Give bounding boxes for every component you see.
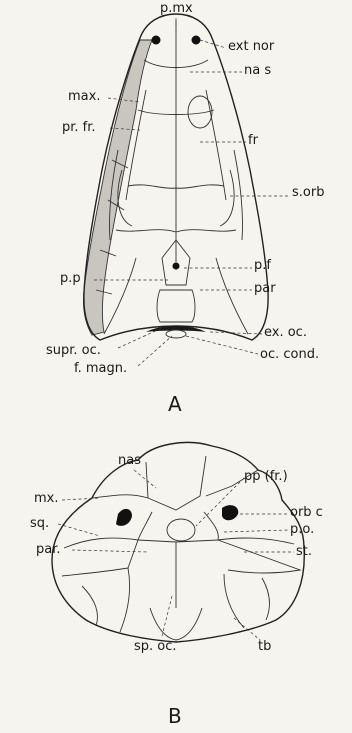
label-f-magn: f. magn. <box>74 362 127 376</box>
label-sq: sq. <box>30 517 49 531</box>
prefrontal-right <box>206 90 226 200</box>
nostril-left <box>152 36 161 45</box>
supratemporal-suture <box>218 538 300 573</box>
label-oc-cond: oc. cond. <box>260 348 319 362</box>
leader-tb <box>234 618 260 640</box>
label-par: par <box>254 282 276 296</box>
label-mx: mx. <box>34 492 59 506</box>
leader-spoc <box>162 596 172 636</box>
leader-po <box>224 530 288 532</box>
label-orb-c: orb c <box>290 506 323 520</box>
label-pf: p.f <box>254 259 271 273</box>
label-par-b: par. <box>36 543 61 557</box>
label-ex-oc: ex. oc. <box>264 326 307 340</box>
leader-mx <box>62 498 100 500</box>
parietal-suture-b <box>138 540 218 608</box>
leader-fmagn <box>138 336 172 366</box>
label-nas: na s <box>244 64 271 78</box>
orbit-right-b <box>222 505 238 520</box>
label-pmx: p.mx <box>160 2 193 16</box>
leader-sq <box>58 524 100 536</box>
label-max: max. <box>68 90 100 104</box>
label-pr-fr: pr. fr. <box>62 121 96 135</box>
label-supr-oc: supr. oc. <box>46 344 101 358</box>
supraoccipital <box>157 290 195 322</box>
orbit-right <box>234 150 243 240</box>
label-po: p.o. <box>290 523 314 537</box>
panel-label-b: B <box>168 704 182 728</box>
postorbital-suture-b <box>138 512 218 540</box>
leader-ppfr <box>196 478 244 526</box>
label-nas-b: nas <box>118 454 141 468</box>
pineal-foramen <box>173 263 180 270</box>
nostril-right <box>192 36 201 45</box>
nasal-suture <box>146 456 206 510</box>
orbit-left-b <box>116 509 132 526</box>
maxilla-suture <box>92 495 148 498</box>
squamosal-suture <box>62 538 138 576</box>
foramen-magnum <box>166 330 186 338</box>
leader-suproc <box>118 328 162 348</box>
supraoccipital-b <box>150 608 202 640</box>
label-sp-oc: sp. oc. <box>134 640 177 654</box>
pineal-plate-b <box>167 519 195 541</box>
label-fr: fr <box>248 134 258 148</box>
label-tb: tb <box>258 640 271 654</box>
maxilla-shading <box>83 40 152 335</box>
label-s-orb: s.orb <box>292 186 324 200</box>
label-pp: p.p <box>60 272 81 286</box>
panel-label-a: A <box>168 392 182 416</box>
leader-nasb <box>134 470 156 488</box>
leader-parb <box>72 550 148 552</box>
label-st: st. <box>296 545 312 559</box>
label-pp-fr: pp (fr.) <box>244 470 288 484</box>
label-ext-nor: ext nor <box>228 40 274 54</box>
